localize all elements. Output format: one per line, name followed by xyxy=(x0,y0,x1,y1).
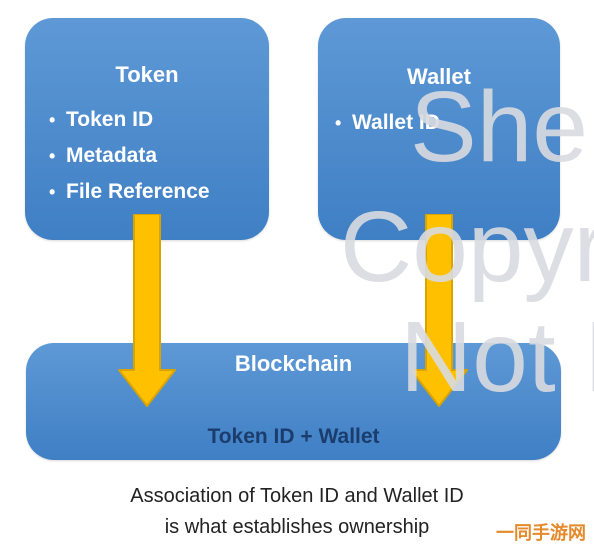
caption-line: is what establishes ownership xyxy=(164,516,430,538)
caption-line: Association of Token ID and Wallet ID xyxy=(130,485,464,507)
token-wallet-label: Token ID + Wallet xyxy=(207,425,380,448)
site-logo: 一同手游网 xyxy=(496,523,586,543)
token-bullet-item: •File Reference xyxy=(49,174,210,210)
blockchain-box: Blockchain Token ID + Wallet xyxy=(26,343,561,460)
token-bullet-item: •Token ID xyxy=(49,102,210,138)
wallet-bullet-list: •Wallet ID xyxy=(335,105,440,141)
wallet-box: Wallet •Wallet ID xyxy=(318,18,560,240)
wallet-bullet-item: •Wallet ID xyxy=(335,105,440,141)
bullet-dot-icon: • xyxy=(49,110,56,130)
down-arrow-icon xyxy=(118,214,176,407)
bullet-dot-icon: • xyxy=(49,182,56,202)
token-bullet-item: •Metadata xyxy=(49,138,210,174)
blockchain-title: Blockchain xyxy=(234,351,353,376)
bullet-dot-icon: • xyxy=(335,113,342,133)
down-arrow-icon xyxy=(410,214,468,407)
wallet-title: Wallet xyxy=(407,64,471,89)
token-bullet-list: •Token ID •Metadata •File Reference xyxy=(49,102,210,210)
token-title: Token xyxy=(115,62,179,87)
token-box: Token •Token ID •Metadata •File Referenc… xyxy=(25,18,269,240)
bullet-dot-icon: • xyxy=(49,146,56,166)
